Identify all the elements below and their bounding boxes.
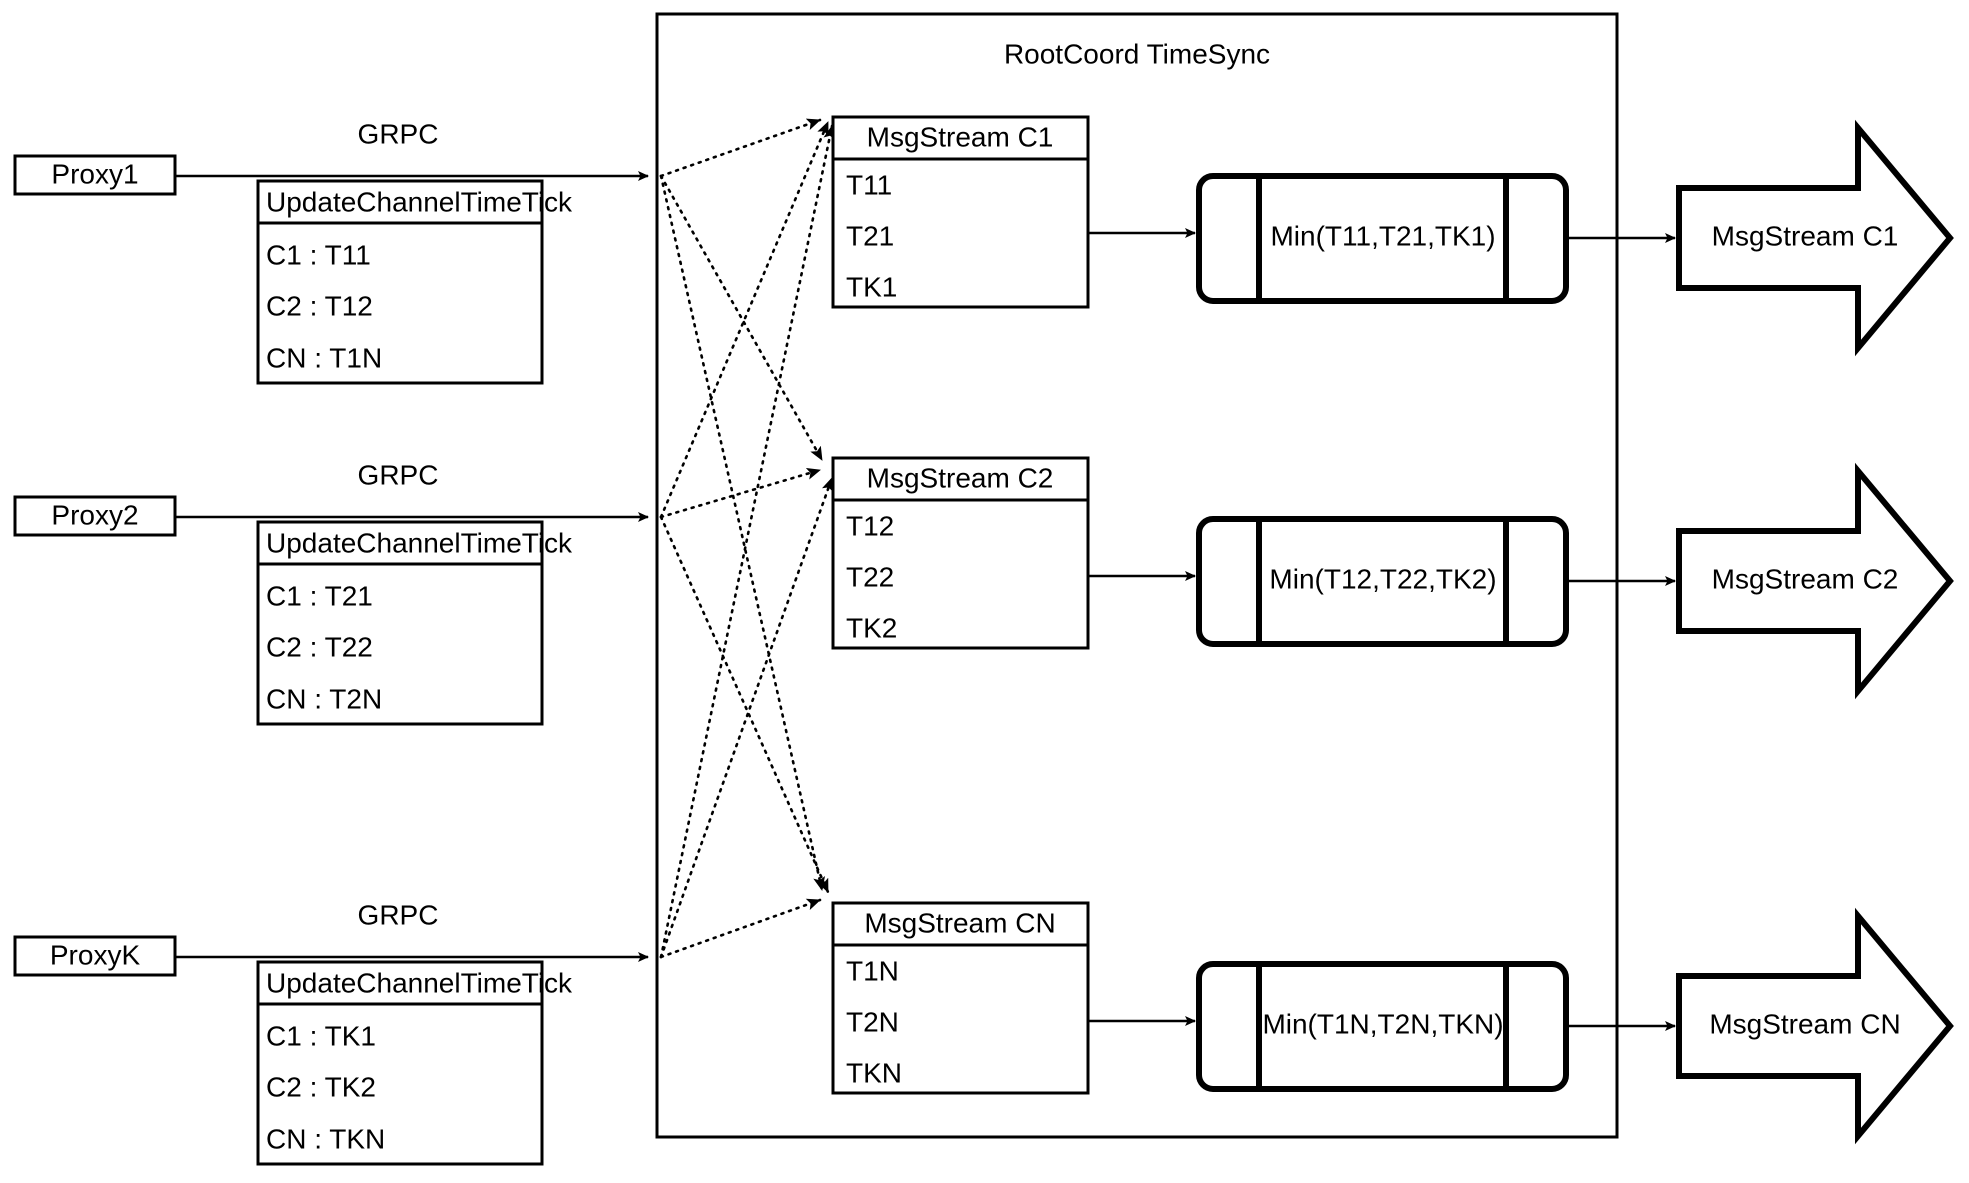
message-row-1-1: C1 : T11 xyxy=(266,239,371,270)
container-title: RootCoord TimeSync xyxy=(1004,38,1270,69)
msgstream-row-3-3: TKN xyxy=(846,1057,902,1088)
message-row-1-3: CN : T1N xyxy=(266,342,382,373)
fanout-2-to-c1 xyxy=(659,120,830,519)
msgstream-header-box-2 xyxy=(831,456,1090,502)
msgstream-body-box-3 xyxy=(831,943,1090,1095)
output-label-3: MsgStream CN xyxy=(1709,1008,1900,1039)
message-row-1-2: C2 : T12 xyxy=(266,290,373,321)
message-row-3-3: CN : TKN xyxy=(266,1123,385,1154)
msgstream-header-box-1 xyxy=(831,115,1090,161)
proxy-group-2: Proxy2 GRPC UpdateChannelTimeTick C1 : T… xyxy=(13,459,649,726)
fanout-1-to-c2 xyxy=(659,174,824,462)
output-arrow-2 xyxy=(1676,462,1954,700)
output-label-2: MsgStream C2 xyxy=(1712,563,1899,594)
grpc-link-label-3: GRPC xyxy=(358,899,439,930)
message-header-label-1: UpdateChannelTimeTick xyxy=(266,186,573,217)
fanout-3-to-c2 xyxy=(659,476,834,959)
fanout-3-to-c1 xyxy=(659,124,836,959)
message-body-box-3 xyxy=(256,1002,544,1166)
output-arrow-1 xyxy=(1676,119,1954,357)
msgstream-row-1-2: T21 xyxy=(846,220,894,251)
msgstream-row-2-1: T12 xyxy=(846,510,894,541)
output-label-1: MsgStream C1 xyxy=(1712,220,1899,251)
process-label-2: Min(T12,T22,TK2) xyxy=(1269,563,1496,594)
msgstream-header-label-2: MsgStream C2 xyxy=(867,462,1054,493)
proxy-label-1: Proxy1 xyxy=(51,158,138,189)
message-row-3-2: C2 : TK2 xyxy=(266,1071,376,1102)
message-row-3-1: C1 : TK1 xyxy=(266,1020,376,1051)
grpc-link-label-1: GRPC xyxy=(358,118,439,149)
msgstream-row-3-2: T2N xyxy=(846,1006,899,1037)
msgstream-row-1-3: TK1 xyxy=(846,271,897,302)
process-label-1: Min(T11,T21,TK1) xyxy=(1270,220,1495,251)
msgstream-header-label-3: MsgStream CN xyxy=(864,907,1055,938)
channel-group-1: MsgStream C1 T11 T21 TK1 Min(T11,T21,TK1… xyxy=(831,115,1954,357)
message-body-box-2 xyxy=(256,562,544,726)
message-header-box-1 xyxy=(256,179,544,225)
channel-group-2: MsgStream C2 T12 T22 TK2 Min(T12,T22,TK2… xyxy=(831,456,1954,700)
message-header-label-2: UpdateChannelTimeTick xyxy=(266,527,573,558)
fanout-1-to-cn xyxy=(659,174,825,892)
proxy-group-3: ProxyK GRPC UpdateChannelTimeTick C1 : T… xyxy=(13,899,649,1166)
fanout-2-to-c2 xyxy=(659,467,822,519)
msgstream-row-3-1: T1N xyxy=(846,955,899,986)
msgstream-header-label-1: MsgStream C1 xyxy=(867,121,1054,152)
grpc-link-label-2: GRPC xyxy=(358,459,439,490)
message-header-label-3: UpdateChannelTimeTick xyxy=(266,967,573,998)
msgstream-row-1-1: T11 xyxy=(846,169,892,200)
proxy-group-1: Proxy1 GRPC UpdateChannelTimeTick C1 : T… xyxy=(13,118,649,385)
fanout-connectors xyxy=(659,118,836,959)
proxy-label-3: ProxyK xyxy=(50,939,141,970)
output-arrow-3 xyxy=(1676,907,1954,1145)
proxy-box-1[interactable] xyxy=(13,154,177,196)
message-row-2-1: C1 : T21 xyxy=(266,580,373,611)
msgstream-row-2-3: TK2 xyxy=(846,612,897,643)
process-label-3: Min(T1N,T2N,TKN) xyxy=(1262,1008,1503,1039)
channel-group-3: MsgStream CN T1N T2N TKN Min(T1N,T2N,TKN… xyxy=(831,901,1954,1145)
message-body-box-1 xyxy=(256,221,544,385)
msgstream-body-box-2 xyxy=(831,498,1090,650)
msgstream-body-box-1 xyxy=(831,157,1090,309)
msgstream-row-2-2: T22 xyxy=(846,561,894,592)
proxy-label-2: Proxy2 xyxy=(51,499,138,530)
message-header-box-2 xyxy=(256,520,544,566)
message-row-2-2: C2 : T22 xyxy=(266,631,373,662)
message-row-2-3: CN : T2N xyxy=(266,683,382,714)
